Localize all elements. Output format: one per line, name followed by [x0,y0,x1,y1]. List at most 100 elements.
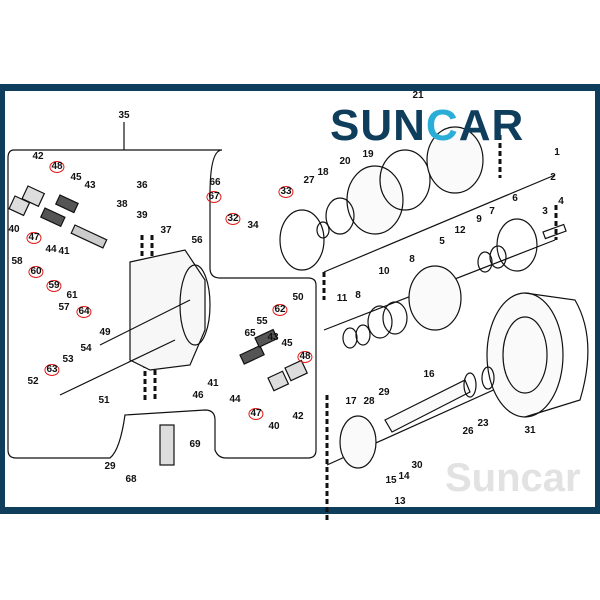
part-label-19: 19 [362,149,374,160]
ring-9 [477,251,493,273]
part-label-14: 14 [398,471,410,482]
seal-ring [379,149,431,211]
motor-housing [486,292,564,418]
part-label-41: 41 [58,246,70,257]
part-label-63: 63 [44,364,60,376]
spring-45 [54,194,79,214]
part-label-23: 23 [477,418,489,429]
spring-44 [39,207,66,228]
part-label-9: 9 [476,214,482,225]
part-label-34: 34 [247,220,259,231]
ring-11 [342,327,358,349]
part-label-50: 50 [292,292,304,303]
part-label-42: 42 [292,411,304,422]
retainer-plate-6 [496,218,538,272]
plate-18 [325,197,355,235]
part-label-27: 27 [303,175,315,186]
fitting-69 [159,424,175,466]
leader-line [99,299,191,346]
logo-text-sun: SUN [330,101,426,150]
part-label-12: 12 [454,225,466,236]
part-label-3: 3 [542,206,548,217]
ring-7 [489,245,507,269]
part-label-68: 68 [125,474,137,485]
part-label-69: 69 [189,439,201,450]
part-label-33: 33 [278,186,294,198]
part-label-49: 49 [99,327,111,338]
part-label-55: 55 [256,316,268,327]
spring-44-right [239,344,265,365]
part-label-11: 11 [336,293,348,304]
part-label-5: 5 [439,236,445,247]
part-label-42: 42 [32,151,44,162]
spool-38 [70,224,108,249]
part-label-2: 2 [550,172,556,183]
part-label-6: 6 [512,193,518,204]
part-label-30: 30 [411,460,423,471]
part-label-4: 4 [558,196,564,207]
part-label-15: 15 [385,475,397,486]
o-ring-33 [279,209,325,271]
part-label-35: 35 [118,110,130,121]
part-label-10: 10 [378,266,390,277]
part-label-20: 20 [339,156,351,167]
part-label-29: 29 [104,461,116,472]
plug-40-right [267,370,290,392]
spring-10 [367,305,393,339]
part-label-39: 39 [136,210,148,221]
part-label-8: 8 [355,290,361,301]
part-label-44: 44 [45,244,57,255]
cylinder-block [408,265,462,331]
leader-line [59,339,176,396]
part-label-17: 17 [345,396,357,407]
part-label-45: 45 [70,172,82,183]
part-label-29: 29 [378,387,390,398]
motor-housing-body [524,292,589,418]
part-label-47: 47 [248,408,264,420]
suncar-logo: SUNCAR [330,104,524,148]
watermark: Suncar [445,456,581,500]
part-label-61: 61 [66,290,78,301]
part-label-48: 48 [49,161,65,173]
part-label-66: 66 [209,177,221,188]
part-label-57: 57 [58,302,70,313]
valve-plate-21 [426,126,484,194]
bearing-27 [316,221,330,239]
part-label-16: 16 [423,369,435,380]
part-label-8: 8 [409,254,415,265]
part-label-64: 64 [76,306,92,318]
part-label-45: 45 [281,338,293,349]
part-label-1: 1 [554,147,560,158]
part-label-44: 44 [229,394,241,405]
part-label-40: 40 [268,421,280,432]
part-label-47: 47 [26,232,42,244]
part-label-56: 56 [191,235,203,246]
part-label-59: 59 [46,280,62,292]
plug-40 [8,195,31,217]
bearing-26 [463,372,477,398]
valve-block [129,249,206,371]
part-label-48: 48 [297,351,313,363]
part-label-37: 37 [160,225,172,236]
part-label-40: 40 [8,224,20,235]
part-label-13: 13 [394,496,406,507]
part-label-51: 51 [98,395,110,406]
part-label-53: 53 [62,354,74,365]
ring-8 [355,324,371,346]
part-label-52: 52 [27,376,39,387]
part-label-38: 38 [116,199,128,210]
motor-housing-bore [502,316,548,394]
part-label-7: 7 [489,206,495,217]
part-label-54: 54 [80,343,92,354]
part-label-31: 31 [524,425,536,436]
part-label-43: 43 [267,332,279,343]
part-label-21: 21 [412,90,424,101]
part-label-46: 46 [192,390,204,401]
logo-text-ar: AR [458,101,525,150]
part-label-60: 60 [28,266,44,278]
part-label-36: 36 [136,180,148,191]
part-label-65: 65 [244,328,256,339]
part-label-62: 62 [272,304,288,316]
part-label-41: 41 [207,378,219,389]
